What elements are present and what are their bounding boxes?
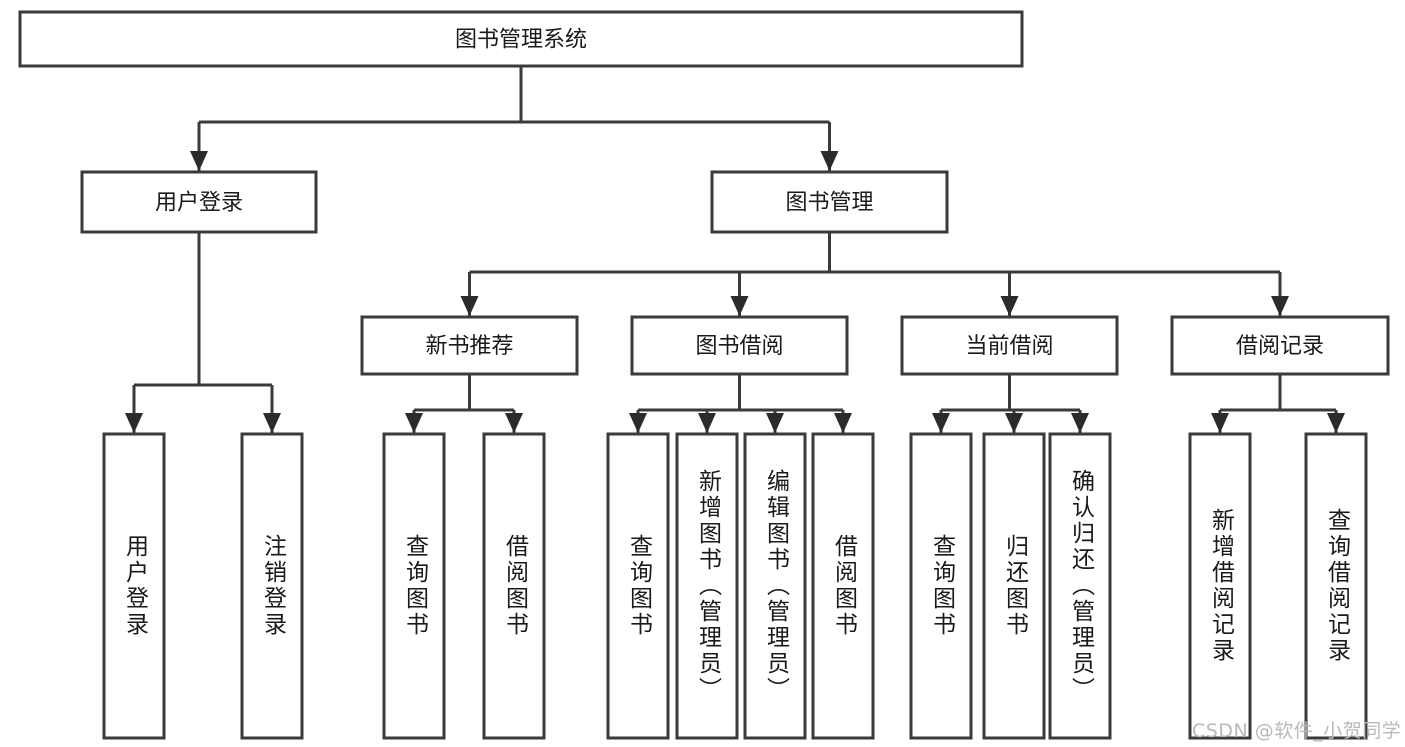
leaf-box-leaf-borrow-book-rec[interactable] [482, 432, 546, 740]
leaf-box-leaf-query-book-borrow[interactable] [606, 432, 670, 740]
node-book-borrow[interactable]: 图书借阅 [630, 315, 849, 376]
node-label: 图书管理系统 [455, 28, 587, 53]
node-label: 图书借阅 [695, 334, 783, 359]
node-book-manage[interactable]: 图书管理 [710, 170, 949, 234]
arrow-head-icon [834, 413, 852, 433]
arrow-head-icon [1211, 413, 1229, 433]
leaf-box-leaf-confirm-return-admin[interactable] [1048, 432, 1112, 740]
leaf-box-leaf-edit-book-admin[interactable] [743, 432, 807, 740]
arrow-head-icon [1071, 413, 1089, 433]
node-box [360, 315, 579, 376]
arrow-head-icon [730, 296, 749, 316]
arrow-head-icon [263, 413, 281, 433]
arrow-head-icon [698, 413, 716, 433]
leaf-box-leaf-user-logout[interactable] [240, 432, 304, 740]
node-label: 用户登录 [155, 191, 243, 216]
node-borrow-record[interactable]: 借阅记录 [1170, 315, 1390, 376]
leaf-box-leaf-add-book-admin[interactable] [675, 432, 739, 740]
node-label: 图书管理 [785, 191, 873, 216]
leaf-box-leaf-return-book[interactable] [982, 432, 1046, 740]
arrow-head-icon [505, 413, 523, 433]
arrow-head-icon [125, 413, 143, 433]
node-root[interactable]: 图书管理系统 [18, 10, 1024, 68]
node-box [900, 315, 1119, 376]
arrow-head-icon [405, 413, 423, 433]
leaf-box-leaf-query-borrow-record[interactable] [1304, 432, 1368, 740]
leaf-box-leaf-query-book-current[interactable] [909, 432, 973, 740]
arrow-head-icon [629, 413, 647, 433]
node-new-book-recommend[interactable]: 新书推荐 [360, 315, 579, 376]
arrow-head-icon [820, 151, 839, 171]
arrow-head-icon [460, 296, 479, 316]
node-label: 新书推荐 [425, 334, 513, 359]
arrow-head-icon [1327, 413, 1345, 433]
node-box [80, 170, 318, 234]
arrow-head-icon [190, 151, 208, 171]
node-label: 借阅记录 [1236, 334, 1324, 359]
arrow-head-icon [1000, 296, 1019, 316]
node-current-borrow[interactable]: 当前借阅 [900, 315, 1119, 376]
node-label: 当前借阅 [965, 334, 1053, 359]
leaf-box-leaf-borrow-book-borrow[interactable] [811, 432, 875, 740]
node-box [630, 315, 849, 376]
arrow-head-icon [1005, 413, 1023, 433]
leaf-box-leaf-user-login[interactable] [102, 432, 166, 740]
node-user-login[interactable]: 用户登录 [80, 170, 318, 234]
leaf-box-leaf-query-book-rec[interactable] [382, 432, 446, 740]
arrow-head-icon [766, 413, 784, 433]
node-box [1170, 315, 1390, 376]
arrow-head-icon [932, 413, 950, 433]
leaf-box-leaf-add-borrow-record[interactable] [1188, 432, 1252, 740]
node-box [710, 170, 949, 234]
edges-layer [125, 66, 1345, 433]
arrow-head-icon [1271, 296, 1289, 316]
node-box [18, 10, 1024, 68]
csdn-watermark: CSDN @软件_小贺同学 [1192, 720, 1402, 742]
